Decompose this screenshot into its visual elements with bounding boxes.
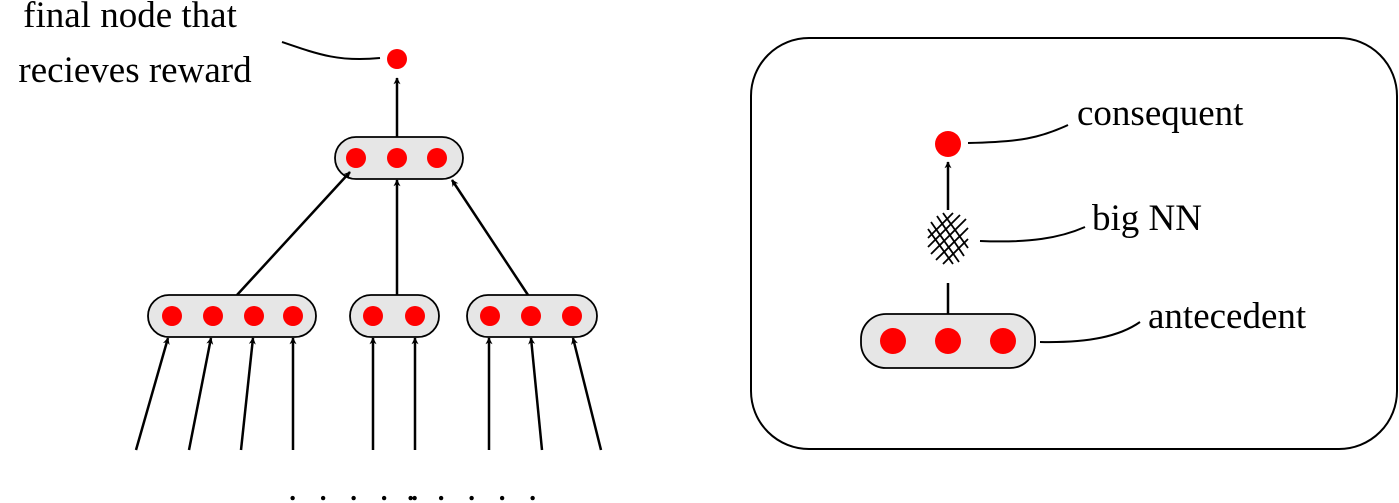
antecedent-leader-line [1039, 321, 1141, 344]
antecedent-dot [990, 328, 1016, 354]
consequent-node [935, 131, 961, 157]
center-node-group [349, 294, 440, 338]
big-nn-icon [927, 212, 969, 265]
center-node-box [349, 294, 440, 338]
left-node-dot [162, 306, 182, 326]
right-node-group [466, 294, 598, 338]
right-node-dot [562, 306, 582, 326]
bottom-ellipsis-left: . . . . . [288, 468, 425, 503]
left-node-group [147, 294, 317, 338]
antecedent-label: antecedent [1148, 296, 1307, 337]
left-node-dot [283, 306, 303, 326]
legend-panel: consequent big NN antecedent [750, 37, 1398, 450]
antecedent-dot [935, 328, 961, 354]
left-node-dot [203, 306, 223, 326]
input-arrow [239, 337, 256, 451]
input-arrow [187, 337, 214, 451]
center-node-dot [363, 306, 383, 326]
final-node-label-line1: final node that [23, 0, 237, 36]
middle-node-dot [346, 148, 366, 168]
input-arrow [134, 337, 170, 451]
left-node-box [147, 294, 317, 338]
middle-node-dot [427, 148, 447, 168]
input-arrows [134, 337, 603, 451]
input-arrow [571, 337, 603, 451]
legend-frame [750, 37, 1398, 450]
arrow-left-to-middle [236, 171, 351, 296]
final-node-label-line2: recieves reward [18, 50, 252, 91]
middle-node-group [334, 136, 464, 180]
nn-leader-line [979, 226, 1086, 243]
bottom-ellipsis-right: . . . . . [406, 468, 543, 503]
middle-node-dot [387, 148, 407, 168]
final-node-leader-line [281, 41, 381, 61]
antecedent-dot [880, 328, 906, 354]
right-node-dot [521, 306, 541, 326]
left-node-dot [244, 306, 264, 326]
big-nn-label: big NN [1092, 198, 1202, 239]
consequent-label: consequent [1077, 93, 1244, 134]
arrow-right-to-middle [450, 179, 530, 296]
input-arrow [528, 337, 544, 451]
center-node-dot [405, 306, 425, 326]
consequent-leader-line [967, 124, 1069, 144]
final-node [387, 49, 407, 69]
antecedent-group [860, 313, 1036, 369]
tree-diagram: final node that recieves reward [18, 0, 603, 503]
right-node-dot [480, 306, 500, 326]
